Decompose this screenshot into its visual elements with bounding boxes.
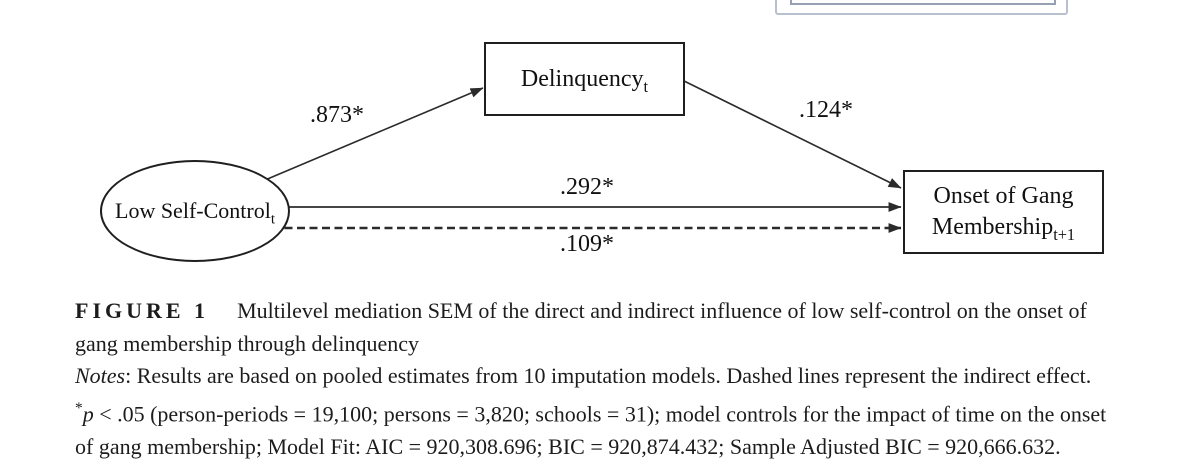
coefficient-indirect-effect: .109* xyxy=(560,231,614,257)
partial-input-box-inner xyxy=(790,0,1056,5)
figure-caption: FIGURE 1 Multilevel mediation SEM of the … xyxy=(75,295,1137,463)
coefficient-delinquency-onset: .124* xyxy=(799,97,853,123)
caption-title-line1: Multilevel mediation SEM of the direct a… xyxy=(237,298,1087,323)
caption-line-2: gang membership through delinquency xyxy=(75,328,1137,361)
node-delinquency-label: Delinquencyt xyxy=(520,65,649,96)
notes-line-2: *p < .05 (person-periods = 19,100; perso… xyxy=(75,393,1137,431)
onset-label-line2: Membershipt+1 xyxy=(932,212,1075,243)
low-self-control-subscript: t xyxy=(270,211,275,228)
node-delinquency: Delinquencyt xyxy=(484,42,685,116)
significance-star: * xyxy=(75,399,83,417)
delinquency-text: Delinquency xyxy=(520,65,644,92)
notes-text-2: < .05 (person-periods = 19,100; persons … xyxy=(93,401,1107,427)
coefficient-direct-effect: .292* xyxy=(560,174,614,200)
caption-line-1: FIGURE 1 Multilevel mediation SEM of the … xyxy=(75,295,1137,328)
figure-number-label: FIGURE 1 xyxy=(75,298,210,323)
notes-label: Notes xyxy=(75,363,126,389)
onset-membership-text: Membership xyxy=(931,214,1054,240)
node-low-self-control: Low Self-Controlt xyxy=(100,160,290,262)
notes-line-1: Notes: Results are based on pooled estim… xyxy=(75,360,1137,393)
partial-input-box[interactable] xyxy=(775,0,1068,15)
node-onset-gang-membership: Onset of Gang Membershipt+1 xyxy=(903,170,1104,254)
onset-subscript: t+1 xyxy=(1053,224,1076,244)
coefficient-lsc-delinquency: .873* xyxy=(310,102,364,128)
path-lsc-to-delinquency xyxy=(257,87,484,184)
node-low-self-control-label: Low Self-Controlt xyxy=(115,198,275,228)
caption-title-line2: gang membership through delinquency xyxy=(75,330,419,356)
onset-label-line1: Onset of Gang xyxy=(933,183,1074,210)
delinquency-subscript: t xyxy=(643,76,649,96)
p-symbol: p xyxy=(82,401,94,427)
notes-text-1: : Results are based on pooled estimates … xyxy=(125,363,1092,389)
notes-line-3: of gang membership; Model Fit: AIC = 920… xyxy=(75,431,1137,463)
low-self-control-text: Low Self-Control xyxy=(115,198,271,223)
notes-text-3: of gang membership; Model Fit: AIC = 920… xyxy=(75,433,1061,459)
path-delinquency-to-onset xyxy=(677,77,902,189)
